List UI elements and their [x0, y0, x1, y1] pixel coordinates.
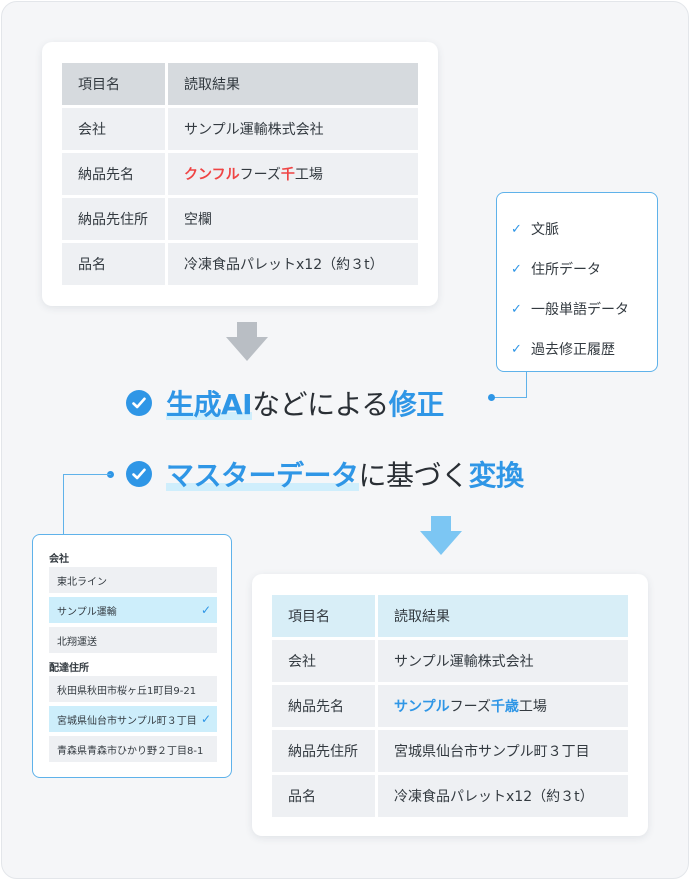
header-item-name: 項目名	[272, 595, 378, 637]
headline-keyword: 変換	[468, 459, 525, 492]
list-item: 北翔運送	[49, 627, 217, 653]
row-label: 納品先住所	[272, 730, 378, 772]
corrected-result-card: 項目名 読取結果 会社 サンプル運輸株式会社 納品先名 サンプルフーズ千歳工場 …	[252, 574, 648, 836]
check-icon: ✓	[200, 712, 211, 726]
corrected-text: サンプル	[394, 699, 450, 715]
row-value: クンフルフーズ千工場	[168, 153, 418, 195]
ocr-result-table: 項目名 読取結果 会社 サンプル運輸株式会社 納品先名 クンフルフーズ千工場 納…	[62, 60, 418, 288]
row-value: サンプルフーズ千歳工場	[378, 685, 628, 727]
value-text: フーズ	[239, 167, 281, 183]
header-read-result: 読取結果	[378, 595, 628, 637]
section-label-address: 配達住所	[49, 663, 89, 674]
check-icon: ✓	[511, 261, 522, 277]
row-label: 品名	[62, 243, 168, 285]
headline-master-conversion: マスターデータに基づく変換	[126, 454, 524, 494]
row-label: 会社	[62, 108, 168, 150]
check-circle-icon	[126, 461, 152, 487]
row-label: 納品先名	[62, 153, 168, 195]
list-item: 東北ライン	[49, 567, 217, 593]
row-value: サンプル運輸株式会社	[168, 108, 418, 150]
table-row: 会社 サンプル運輸株式会社	[272, 640, 628, 682]
error-text: クンフル	[184, 167, 240, 183]
master-data-box: 会社 東北ライン サンプル運輸✓ 北翔運送 配達住所 秋田県秋田市桜ヶ丘1町目9…	[32, 534, 232, 778]
headline-text: に基づく	[358, 459, 470, 492]
row-value-empty: 空欄	[168, 198, 418, 240]
error-text: 千	[280, 167, 295, 183]
headline-text: などによる	[252, 388, 389, 421]
connector-line	[526, 372, 527, 398]
list-item: ✓一般単語データ	[511, 301, 629, 319]
table-row: 納品先名 クンフルフーズ千工場	[62, 153, 418, 195]
value-text: 工場	[518, 699, 547, 715]
list-item: 青森県青森市ひかり野２丁目8-1	[49, 736, 217, 762]
table-header-row: 項目名 読取結果	[62, 63, 418, 105]
row-label: 品名	[272, 775, 378, 817]
row-value: 冷凍食品パレットx12（約３t）	[378, 775, 628, 817]
check-icon: ✓	[200, 603, 211, 617]
row-label: 納品先住所	[62, 198, 168, 240]
check-icon: ✓	[511, 221, 522, 237]
table-row: 品名 冷凍食品パレットx12（約３t）	[62, 243, 418, 285]
connector-line	[63, 474, 64, 534]
corrected-result-table: 項目名 読取結果 会社 サンプル運輸株式会社 納品先名 サンプルフーズ千歳工場 …	[272, 592, 628, 820]
list-item-selected: 宮城県仙台市サンプル町３丁目✓	[49, 706, 217, 732]
headline-keyword: マスターデータ	[166, 454, 359, 494]
corrected-text: 宮城県仙台市サンプル町３丁目	[378, 730, 628, 772]
connector-line	[494, 397, 527, 398]
corrected-text: 千歳	[490, 699, 519, 715]
check-icon: ✓	[511, 341, 522, 357]
row-label: 会社	[272, 640, 378, 682]
table-header-row: 項目名 読取結果	[272, 595, 628, 637]
connector-line	[63, 474, 111, 475]
list-item: ✓文脈	[511, 221, 559, 239]
table-row: 納品先住所 宮城県仙台市サンプル町３丁目	[272, 730, 628, 772]
value-text: 工場	[294, 167, 323, 183]
list-item: ✓過去修正履歴	[511, 341, 615, 359]
list-item-selected: サンプル運輸✓	[49, 597, 217, 623]
check-circle-icon	[126, 390, 152, 416]
row-value: 冷凍食品パレットx12（約３t）	[168, 243, 418, 285]
headline-keyword: 生成AI	[166, 383, 253, 423]
table-row: 納品先住所 空欄	[62, 198, 418, 240]
row-label: 納品先名	[272, 685, 378, 727]
ocr-result-card: 項目名 読取結果 会社 サンプル運輸株式会社 納品先名 クンフルフーズ千工場 納…	[42, 42, 438, 306]
row-value: サンプル運輸株式会社	[378, 640, 628, 682]
connector-dot	[488, 394, 495, 401]
table-row: 納品先名 サンプルフーズ千歳工場	[272, 685, 628, 727]
list-item: 秋田県秋田市桜ヶ丘1町目9-21	[49, 676, 217, 702]
value-text: フーズ	[449, 699, 491, 715]
section-label-company: 会社	[49, 554, 69, 565]
header-item-name: 項目名	[62, 63, 168, 105]
table-row: 品名 冷凍食品パレットx12（約３t）	[272, 775, 628, 817]
check-icon: ✓	[511, 301, 522, 317]
header-read-result: 読取結果	[168, 63, 418, 105]
table-row: 会社 サンプル運輸株式会社	[62, 108, 418, 150]
list-item: ✓住所データ	[511, 261, 601, 279]
headline-keyword: 修正	[388, 388, 445, 421]
correction-sources-box: ✓文脈 ✓住所データ ✓一般単語データ ✓過去修正履歴	[496, 192, 658, 372]
